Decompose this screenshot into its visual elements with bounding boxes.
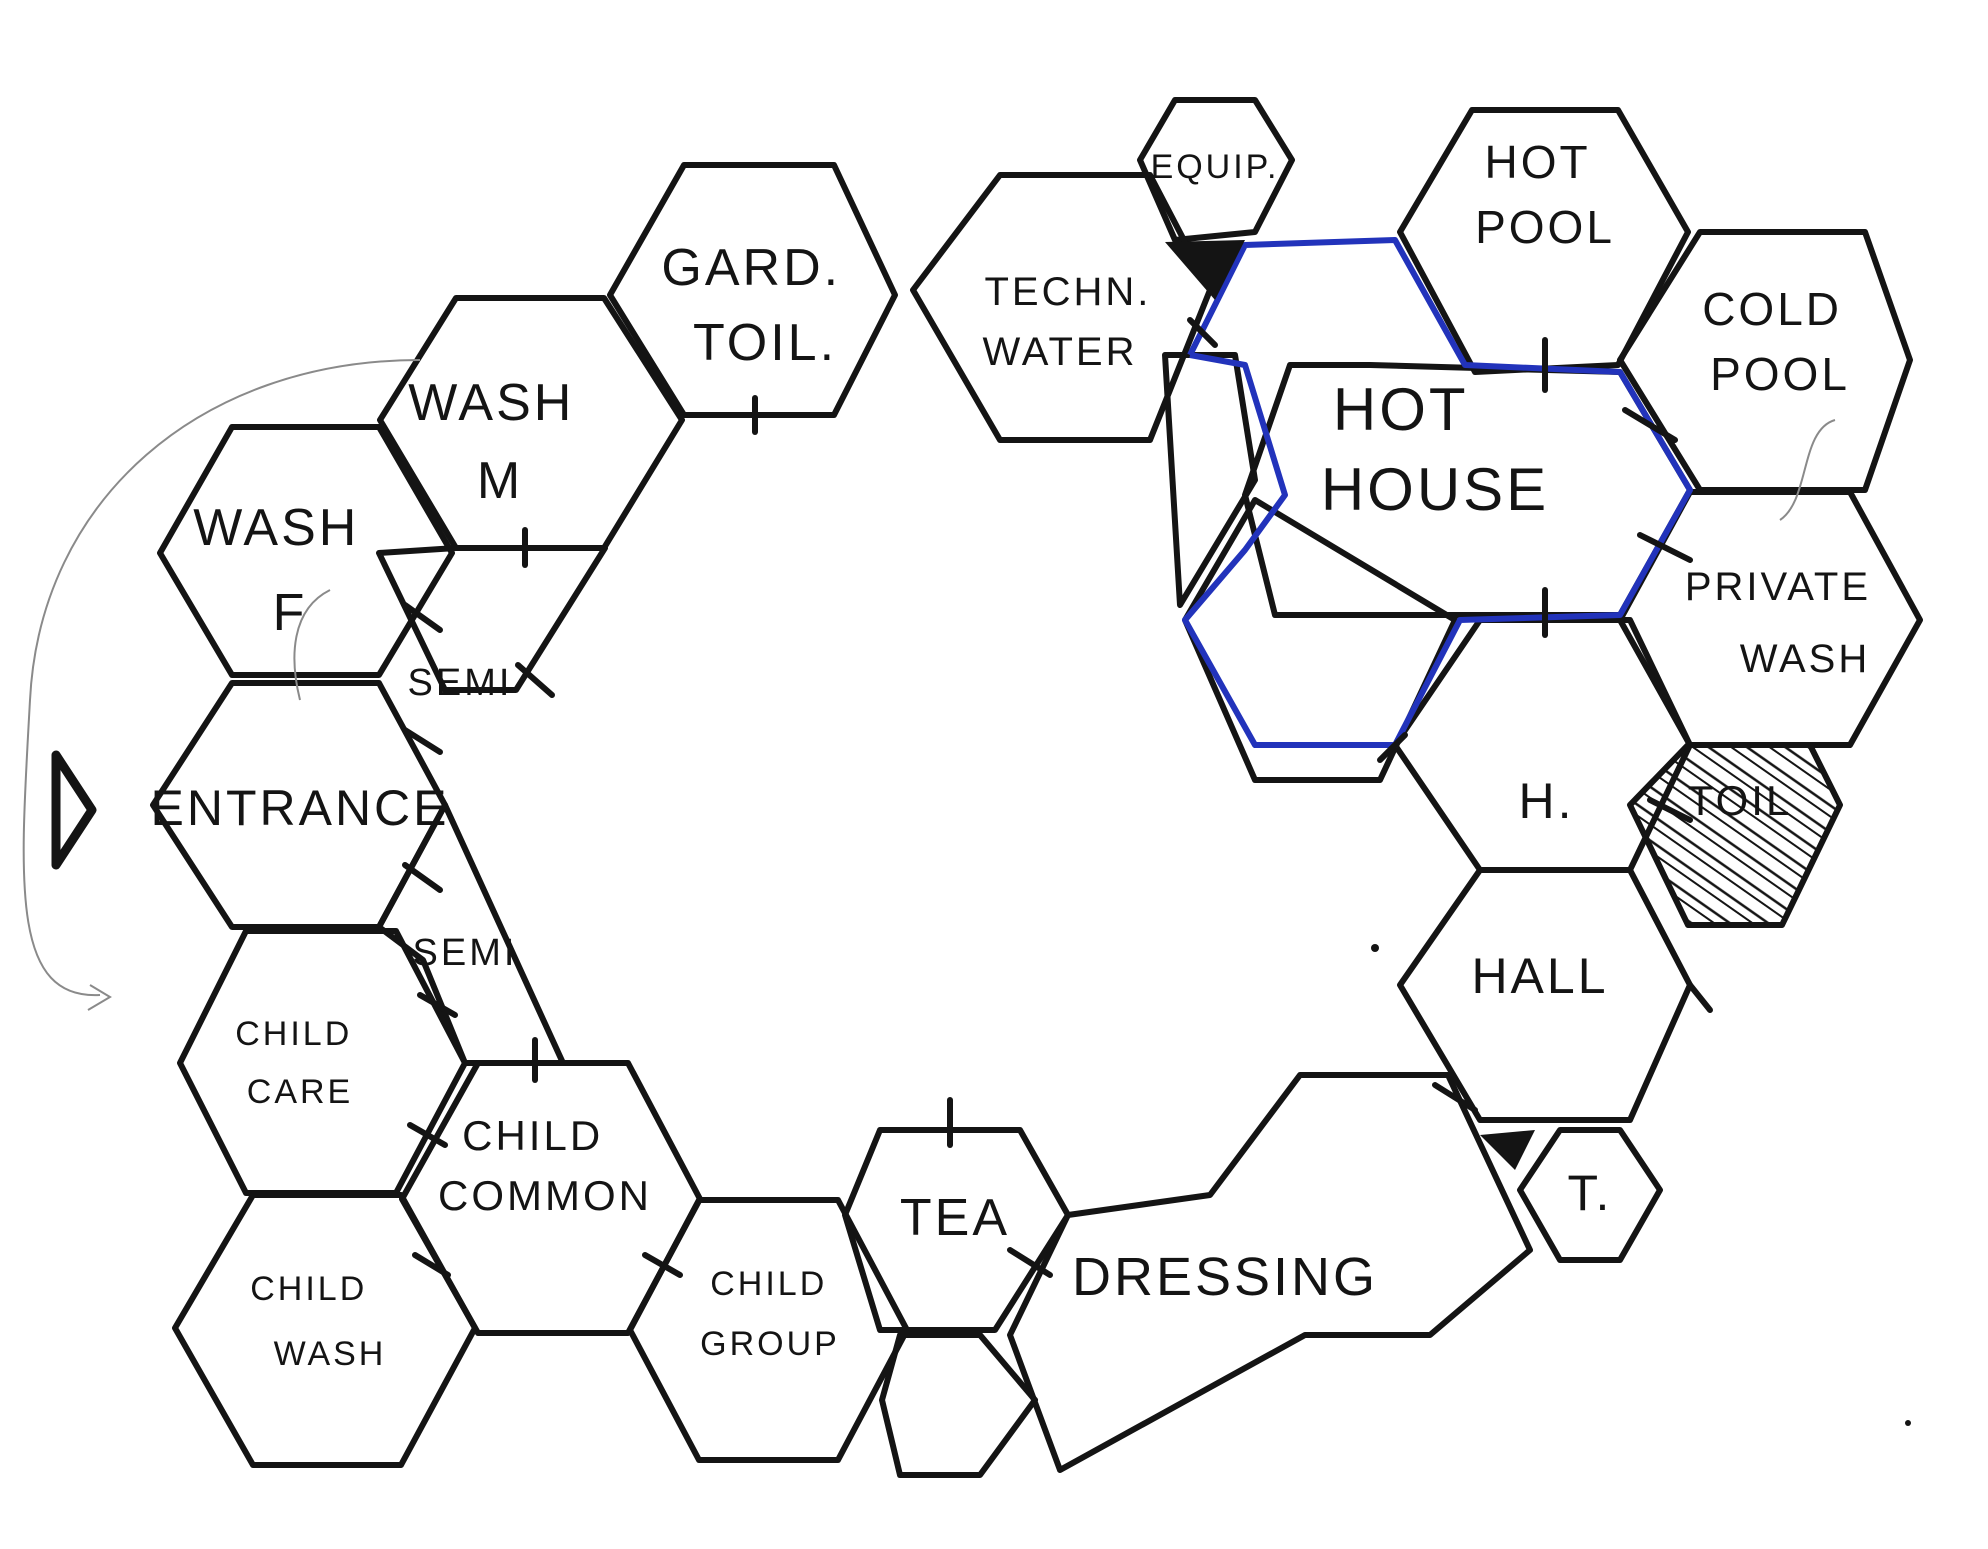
label-toil[interactable]: TOIL bbox=[1688, 777, 1793, 824]
label-dressing: DRESSING bbox=[1072, 1247, 1378, 1307]
hex-equip bbox=[1137, 97, 1295, 243]
hex-gard-toil bbox=[607, 162, 898, 418]
pencil-dots bbox=[1371, 944, 1911, 1426]
label-hot-pool: HOT POOL bbox=[1475, 136, 1615, 253]
hot-house-blue-outline bbox=[1182, 237, 1693, 748]
hex-toil[interactable] bbox=[1627, 742, 1843, 928]
label-equip: EQUIP. bbox=[1151, 148, 1280, 186]
hex-child-wash bbox=[172, 1192, 478, 1468]
hex-hot-pool bbox=[1397, 107, 1691, 375]
label-private-wash: PRIVATE WASH bbox=[1685, 565, 1885, 681]
label-child-common: CHILD COMMON bbox=[438, 1112, 652, 1219]
door-ticks bbox=[402, 317, 1713, 1278]
label-child-group: CHILD GROUP bbox=[700, 1265, 840, 1363]
label-wash-m: WASH M bbox=[408, 374, 592, 510]
hex-tea[interactable] bbox=[842, 1127, 1071, 1333]
label-cold-pool: COLD POOL bbox=[1702, 283, 1858, 400]
hex-semi-upper bbox=[376, 545, 608, 693]
label-gard-toil: GARD. TOIL. bbox=[661, 239, 858, 372]
hex-wash-f bbox=[157, 424, 455, 678]
hex-hall[interactable] bbox=[1397, 867, 1693, 1123]
hex-child-group bbox=[627, 1197, 910, 1463]
label-t: T. bbox=[1568, 1165, 1613, 1221]
label-wash-f: WASH F bbox=[193, 499, 377, 642]
label-hall[interactable]: H. HALL bbox=[1471, 773, 1608, 1004]
label-hot-house[interactable]: HOT HOUSE bbox=[1321, 376, 1549, 523]
hex-cold-pool bbox=[1617, 229, 1913, 493]
label-child-care: CHILD CARE bbox=[235, 1015, 364, 1111]
label-semi-upper: SEMI bbox=[408, 662, 513, 704]
hex-techn-water bbox=[910, 172, 1213, 443]
hex-dressing bbox=[1007, 1072, 1533, 1473]
label-semi-lower: SEMI bbox=[413, 932, 518, 974]
label-child-wash: CHILD WASH bbox=[250, 1270, 386, 1373]
label-tea[interactable]: TEA bbox=[900, 1189, 1010, 1247]
dark-corner-marks bbox=[1165, 240, 1535, 1170]
circulation-arrow-pencil bbox=[22, 359, 1836, 1011]
hex-hot-house-lower bbox=[1182, 497, 1458, 783]
hex-hot-house-left bbox=[1162, 352, 1258, 608]
hex-small-bottom bbox=[879, 1332, 1038, 1478]
label-entrance[interactable]: ENTRANCE bbox=[150, 780, 449, 836]
hex-t bbox=[1517, 1127, 1663, 1263]
entrance-arrow-icon bbox=[51, 750, 97, 870]
label-techn-water: TECHN. WATER bbox=[983, 270, 1166, 374]
